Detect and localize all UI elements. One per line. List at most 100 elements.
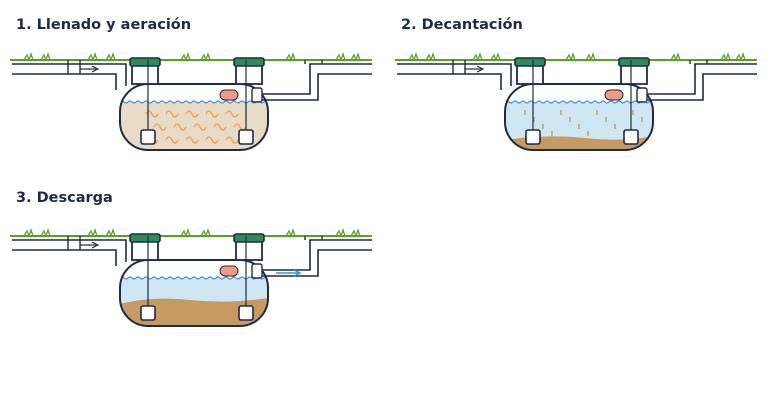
- blower-unit: [219, 89, 239, 101]
- grass-tuft: [735, 51, 746, 62]
- grass-tuft: [350, 51, 361, 62]
- outlet-pipe-lower: [262, 249, 372, 277]
- grass-tuft: [408, 51, 419, 62]
- grass-tuft: [335, 227, 346, 238]
- water-surface: [120, 100, 268, 104]
- water-surface: [505, 100, 653, 104]
- grass-tuft: [350, 227, 361, 238]
- outlet-pipe: [262, 239, 372, 271]
- manhole-cover: [618, 57, 650, 67]
- outlet-pipe: [647, 63, 757, 95]
- aeration-swirl: [205, 110, 219, 118]
- manhole-cover: [129, 57, 161, 67]
- inlet-pipe-lower: [12, 73, 117, 90]
- grass-tuft: [105, 227, 116, 238]
- grass-tuft: [87, 51, 98, 62]
- grass-tuft: [180, 51, 191, 62]
- pump: [140, 305, 156, 321]
- grass-tuft: [40, 227, 51, 238]
- inlet-riser: [67, 60, 81, 74]
- blower-unit: [219, 265, 239, 277]
- grass-tuft: [472, 51, 483, 62]
- panel-title: 2. Decantación: [401, 17, 523, 33]
- panel-settling: 2. Decantación: [385, 0, 770, 180]
- aeration-swirl: [165, 110, 179, 118]
- grass-tuft: [87, 227, 98, 238]
- grass-tuft: [23, 51, 34, 62]
- inlet-riser: [67, 236, 81, 250]
- outlet-pipe-lower: [262, 73, 372, 101]
- aeration-swirl: [205, 136, 219, 144]
- grass-tuft: [23, 227, 34, 238]
- inlet-pipe-lower: [12, 249, 117, 266]
- grass-tuft: [40, 51, 51, 62]
- aeration-swirl: [165, 136, 179, 144]
- aeration-swirl: [213, 123, 227, 131]
- aeration-swirl: [185, 136, 199, 144]
- diagram-group: [10, 227, 372, 327]
- grass-tuft: [585, 51, 596, 62]
- pump: [140, 129, 156, 145]
- grass-tuft: [285, 227, 296, 238]
- panel-discharge: 3. Descarga: [0, 180, 385, 360]
- sludge-layer: [120, 298, 268, 326]
- diagram-group: [10, 51, 372, 151]
- grass-tuft: [200, 51, 211, 62]
- panel-title: 1. Llenado y aeración: [16, 17, 192, 33]
- manhole-cover: [129, 233, 161, 243]
- flow-arrow-head: [91, 241, 100, 249]
- outlet-riser: [689, 60, 708, 64]
- diagram-group: [395, 51, 757, 151]
- grass-tuft: [285, 51, 296, 62]
- grass-tuft: [425, 51, 436, 62]
- float-switch: [251, 263, 263, 279]
- water-surface: [120, 276, 268, 280]
- discharge-flow-head: [293, 269, 302, 277]
- outlet-pipe: [262, 63, 372, 95]
- aeration-swirl: [185, 110, 199, 118]
- tank-contents: [505, 84, 653, 150]
- grass-tuft: [180, 227, 191, 238]
- tank-diagram-discharge: [10, 227, 372, 327]
- outlet-riser: [304, 236, 323, 240]
- inlet-pipe: [12, 239, 127, 262]
- flow-arrow-head: [91, 65, 100, 73]
- manhole-cover: [233, 233, 265, 243]
- inlet-pipe-lower: [397, 73, 502, 90]
- aeration-swirl: [173, 123, 187, 131]
- blower-unit: [604, 89, 624, 101]
- aeration-swirl: [225, 110, 239, 118]
- float-switch: [251, 87, 263, 103]
- outlet-riser: [304, 60, 323, 64]
- manhole-cover: [514, 57, 546, 67]
- tank-outline: [119, 259, 269, 327]
- manhole-cover: [233, 57, 265, 67]
- pump: [238, 305, 254, 321]
- grass-tuft: [335, 51, 346, 62]
- grass-tuft: [200, 227, 211, 238]
- tank-contents: [120, 260, 268, 326]
- panel-title: 3. Descarga: [16, 190, 113, 206]
- panel-fill-aeration: 1. Llenado y aeración: [0, 0, 385, 180]
- tank-outline: [119, 83, 269, 151]
- aeration-swirl: [193, 123, 207, 131]
- tank-diagram-fill-aeration: [10, 51, 372, 151]
- tank-outline: [504, 83, 654, 151]
- aeration-swirl: [225, 136, 239, 144]
- grass-tuft: [565, 51, 576, 62]
- grass-tuft: [670, 51, 681, 62]
- outlet-pipe-lower: [647, 73, 757, 101]
- float-switch: [636, 87, 648, 103]
- pump: [525, 129, 541, 145]
- pump: [623, 129, 639, 145]
- pump: [238, 129, 254, 145]
- grass-tuft: [490, 51, 501, 62]
- inlet-pipe: [397, 63, 512, 86]
- sludge-layer: [505, 136, 653, 150]
- inlet-riser: [452, 60, 466, 74]
- inlet-pipe: [12, 63, 127, 86]
- grass-tuft: [105, 51, 116, 62]
- tank-diagram-settling: [395, 51, 757, 151]
- grass-tuft: [720, 51, 731, 62]
- aeration-swirl: [153, 123, 167, 131]
